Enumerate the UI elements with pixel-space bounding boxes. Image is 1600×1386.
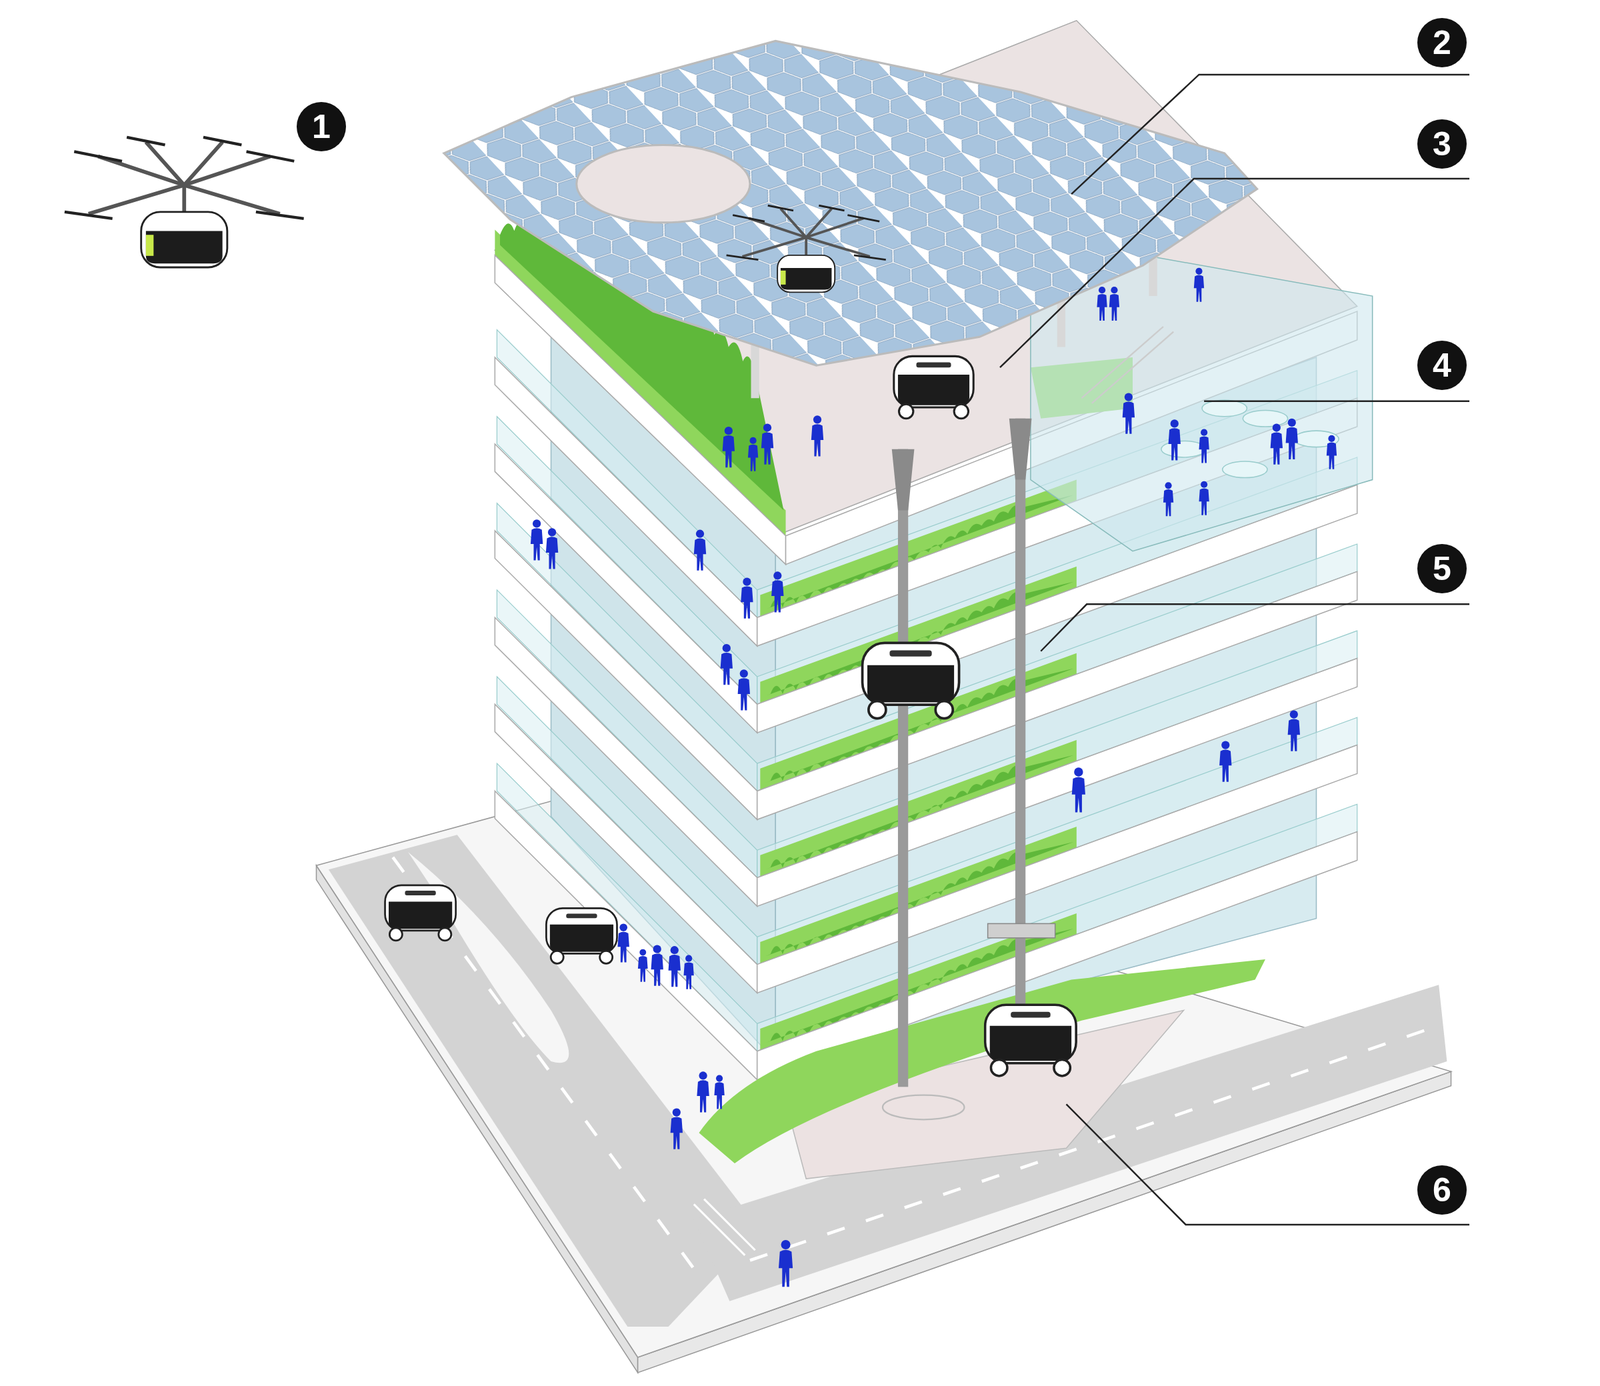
leader-lines xyxy=(1000,74,1470,1225)
callout-number: 1 xyxy=(296,102,346,152)
callout-number: 3 xyxy=(1417,119,1467,169)
callout-number: 4 xyxy=(1417,340,1467,390)
callout-number: 5 xyxy=(1417,544,1467,594)
people xyxy=(530,268,1337,1288)
ground-planter xyxy=(698,959,1265,1164)
vertical-masts xyxy=(892,418,1056,1088)
callout-number: 6 xyxy=(1417,1165,1467,1215)
solar-canopy xyxy=(444,40,1258,366)
autonomous-pods xyxy=(385,356,1077,1076)
callout-number: 2 xyxy=(1417,18,1467,68)
flying-drone xyxy=(64,137,304,268)
